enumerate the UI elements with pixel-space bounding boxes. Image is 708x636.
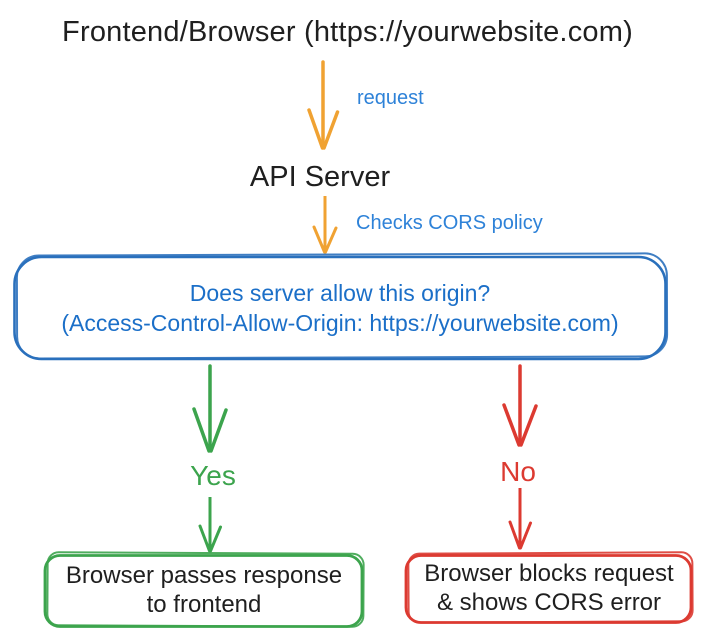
yes-result-arrow <box>198 497 222 553</box>
yes-result-line-1: Browser passes response <box>65 562 343 589</box>
decision-box: Does server allow this origin? (Access-C… <box>10 252 670 364</box>
no-result-box: Browser blocks request & shows CORS erro… <box>403 551 695 625</box>
yes-result-line-2: to frontend <box>146 591 262 618</box>
request-arrow <box>307 60 340 150</box>
no-result-line-1: Browser blocks request <box>424 560 674 587</box>
api-server-label: API Server <box>249 161 391 193</box>
checks-cors-policy-label: Checks CORS policy <box>356 212 543 234</box>
yes-label: Yes <box>190 460 236 491</box>
request-label: request <box>357 87 424 109</box>
no-branch-arrow <box>502 364 538 447</box>
yes-result-box-border <box>43 551 365 628</box>
checks-cors-arrow <box>312 196 338 254</box>
no-result-line-2: & shows CORS error <box>436 589 662 616</box>
no-result-box-border <box>404 551 694 624</box>
decision-line-2: (Access-Control-Allow-Origin: https://yo… <box>61 310 619 336</box>
frontend-browser-label: Frontend/Browser (https://yourwebsite.co… <box>62 16 633 48</box>
no-label: No <box>500 456 536 487</box>
yes-result-box: Browser passes response to frontend <box>42 551 366 629</box>
yes-branch-arrow <box>192 364 228 453</box>
decision-line-1: Does server allow this origin? <box>189 280 491 306</box>
no-result-arrow <box>508 488 532 550</box>
decision-box-border <box>13 252 669 361</box>
